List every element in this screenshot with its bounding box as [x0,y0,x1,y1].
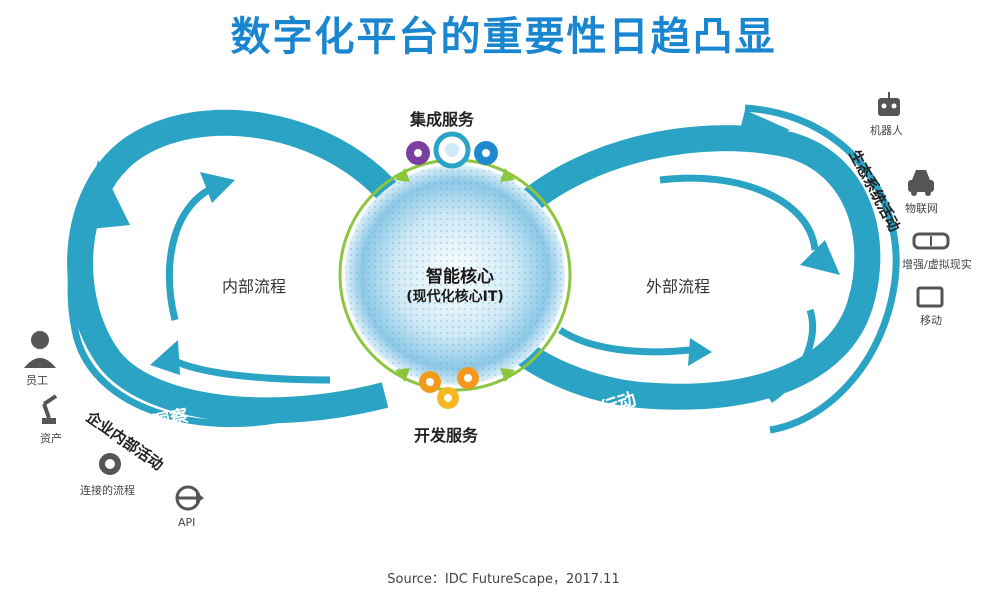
core-green-arrows [395,168,515,382]
api-gear-icon [175,485,204,511]
left-outer-thin-arrow [67,198,301,428]
integration-gears-icon [406,131,498,169]
vr-headset-icon-label: 增强/虚拟现实 [902,258,972,271]
robot-icon [878,92,900,116]
robot-arm-icon [42,394,58,424]
process-gear-icon-label: 连接的流程 [80,484,135,497]
right-inner-arrows [558,174,840,403]
tablet-icon-label: 移动 [920,314,942,327]
vr-headset-icon [912,232,950,250]
development-gears-icon [419,367,479,409]
api-gear-icon-label: API [178,516,196,529]
car-icon-label: 物联网 [905,202,938,215]
right-outer-band [511,110,881,410]
left-loop-label: 内部流程 [222,277,287,296]
page-title: 数字化平台的重要性日趋凸显 [230,14,777,60]
core-title: 智能核心 [426,267,494,287]
car-icon [908,170,934,196]
person-icon [24,331,56,368]
process-gear-icon [99,453,121,475]
person-icon-label: 员工 [26,374,48,387]
tablet-icon [916,286,944,308]
bottom-service-label: 开发服务 [414,426,479,445]
left-inner-arrows [150,172,331,384]
core-subtitle: (现代化核心IT) [406,289,504,305]
right-loop-label: 外部流程 [646,277,711,296]
top-service-label: 集成服务 [410,110,475,129]
robot-icon-label: 机器人 [870,124,903,137]
right-outer-thin-arrow [744,104,900,434]
robot-arm-icon-label: 资产 [40,432,62,445]
left-outer-band [67,109,406,424]
source-citation: Source：IDC FutureScape，2017.11 [387,572,620,587]
